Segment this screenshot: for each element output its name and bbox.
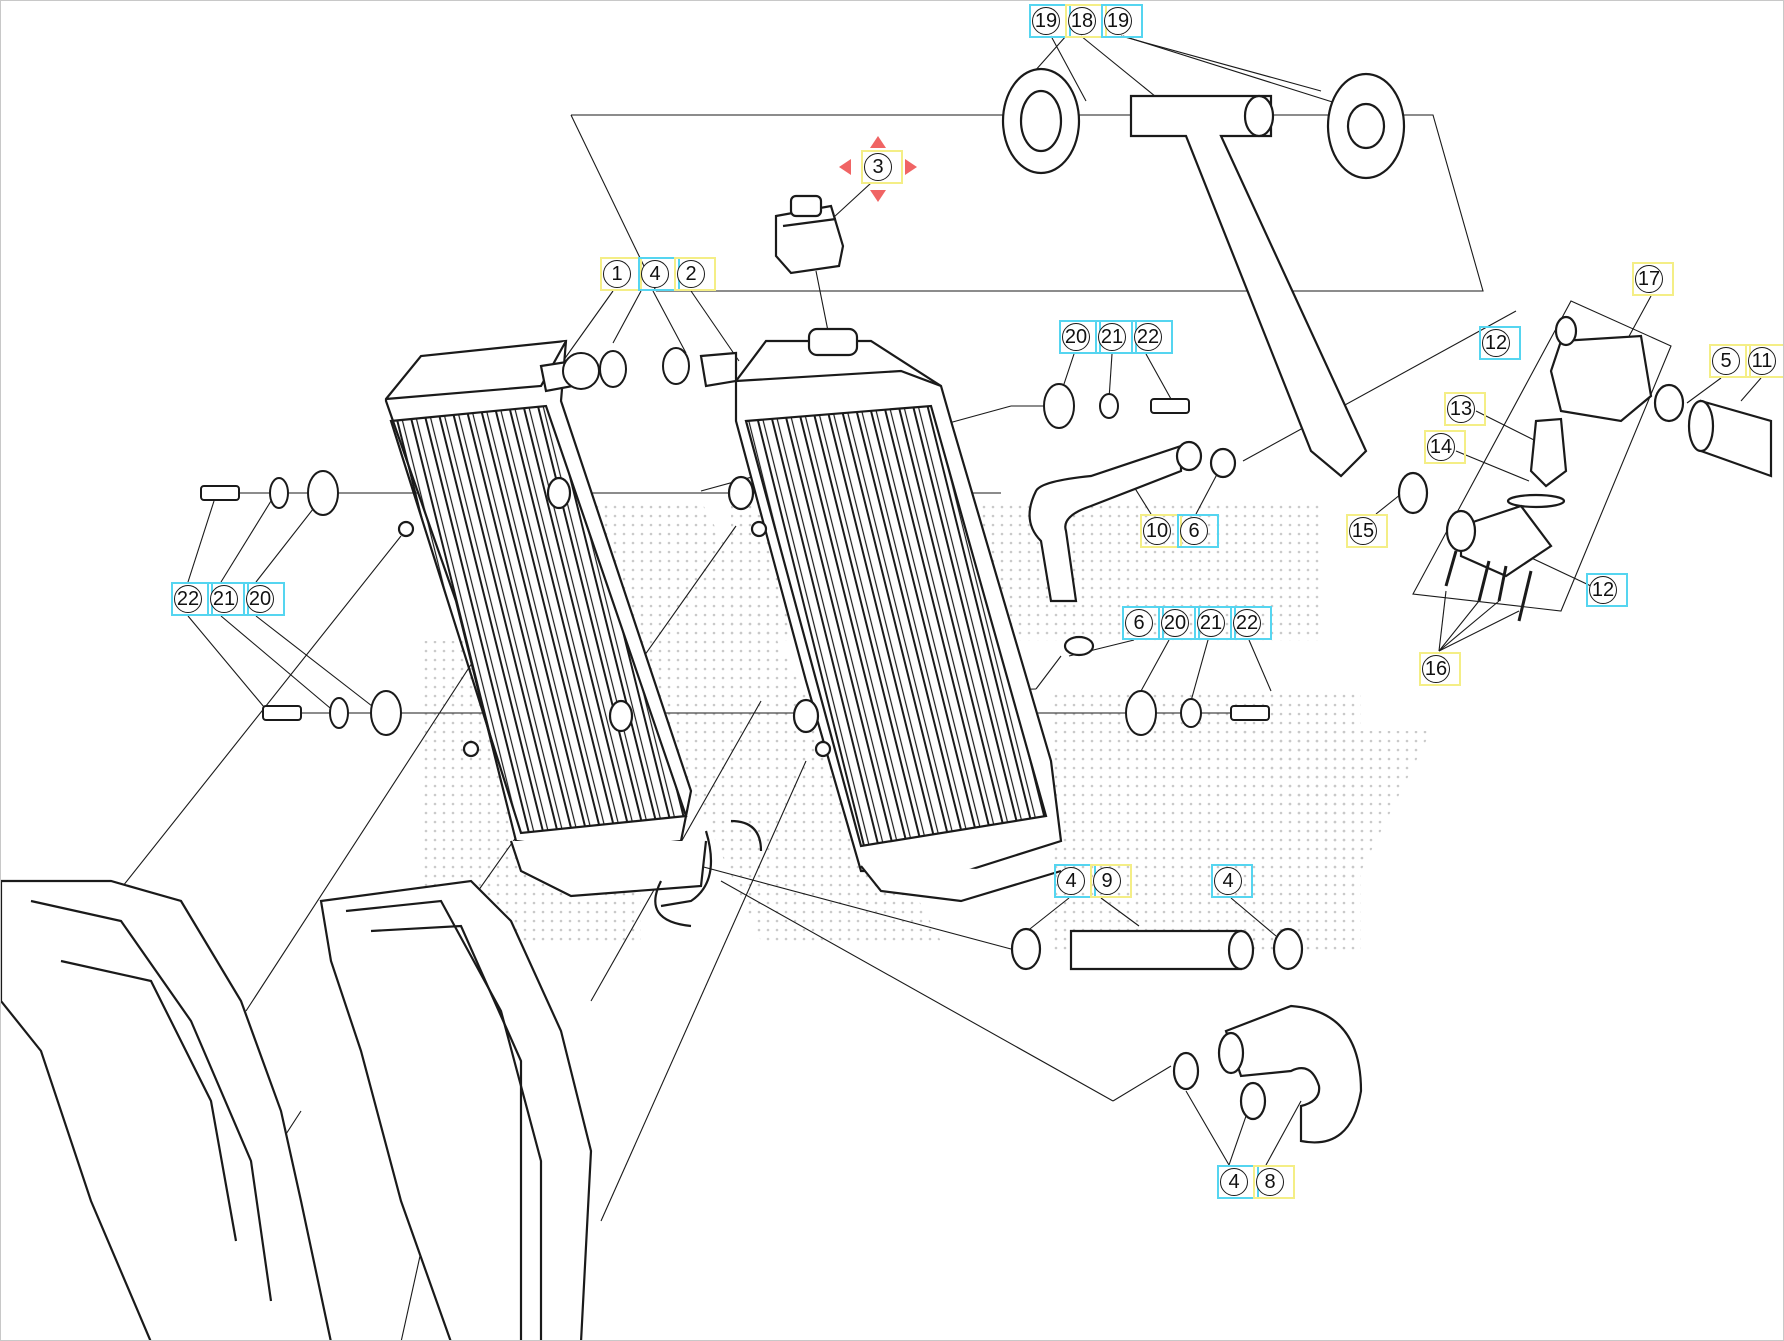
callout-number: 22 bbox=[1134, 323, 1162, 351]
callout-number: 15 bbox=[1349, 517, 1377, 545]
callout-highlight-frame bbox=[1177, 514, 1219, 548]
callout-part-22[interactable]: 22 bbox=[1131, 320, 1173, 354]
callout-part-1[interactable]: 1 bbox=[600, 257, 642, 291]
callout-number: 20 bbox=[246, 585, 274, 613]
lower-hoses-drawing bbox=[1010, 927, 1363, 1144]
mounting-hardware bbox=[200, 383, 1270, 736]
callout-number: 21 bbox=[1098, 323, 1126, 351]
callout-number: 6 bbox=[1125, 609, 1153, 637]
callout-highlight-frame bbox=[243, 582, 285, 616]
callout-number: 4 bbox=[1220, 1168, 1248, 1196]
callout-number: 21 bbox=[210, 585, 238, 613]
callout-number: 18 bbox=[1068, 7, 1096, 35]
callout-number: 5 bbox=[1712, 347, 1740, 375]
callout-number: 22 bbox=[174, 585, 202, 613]
callout-part-22[interactable]: 22 bbox=[1230, 606, 1272, 640]
callout-part-17[interactable]: 17 bbox=[1632, 262, 1674, 296]
callout-part-4[interactable]: 4 bbox=[1211, 864, 1253, 898]
callout-part-4[interactable]: 4 bbox=[1217, 1165, 1259, 1199]
callout-part-14[interactable]: 14 bbox=[1424, 430, 1466, 464]
callout-part-4[interactable]: 4 bbox=[1054, 864, 1096, 898]
callout-number: 10 bbox=[1143, 517, 1171, 545]
top-hose-assembly bbox=[1001, 67, 1406, 478]
callout-part-8[interactable]: 8 bbox=[1253, 1165, 1295, 1199]
callout-part-21[interactable]: 21 bbox=[207, 582, 249, 616]
callout-part-12[interactable]: 12 bbox=[1479, 326, 1521, 360]
callout-highlight-frame bbox=[1586, 573, 1628, 607]
callout-number: 4 bbox=[1214, 867, 1242, 895]
callout-part-11[interactable]: 11 bbox=[1745, 344, 1783, 378]
callout-part-13[interactable]: 13 bbox=[1444, 392, 1486, 426]
callout-highlight-frame bbox=[1090, 864, 1132, 898]
callout-number: 2 bbox=[677, 260, 705, 288]
callout-number: 20 bbox=[1062, 323, 1090, 351]
callout-number: 4 bbox=[641, 260, 669, 288]
callout-highlight-frame bbox=[1211, 864, 1253, 898]
callout-number: 19 bbox=[1032, 7, 1060, 35]
radiator-cap-drawing bbox=[774, 194, 845, 275]
callout-part-15[interactable]: 15 bbox=[1346, 514, 1388, 548]
callout-highlight-frame bbox=[1479, 326, 1521, 360]
callout-part-19[interactable]: 19 bbox=[1101, 4, 1143, 38]
left-radiator-drawing bbox=[384, 339, 713, 928]
callout-part-21[interactable]: 21 bbox=[1194, 606, 1236, 640]
callout-part-12[interactable]: 12 bbox=[1586, 573, 1628, 607]
callout-part-5[interactable]: 5 bbox=[1709, 344, 1751, 378]
callout-number: 11 bbox=[1748, 347, 1776, 375]
right-radiator-drawing bbox=[699, 327, 1063, 903]
callout-highlight-frame bbox=[1745, 344, 1783, 378]
callout-part-6[interactable]: 6 bbox=[1177, 514, 1219, 548]
callout-number: 4 bbox=[1057, 867, 1085, 895]
callout-number: 13 bbox=[1447, 395, 1475, 423]
callout-part-6[interactable]: 6 bbox=[1122, 606, 1164, 640]
callout-number: 14 bbox=[1427, 433, 1455, 461]
callout-number: 6 bbox=[1180, 517, 1208, 545]
callout-part-9[interactable]: 9 bbox=[1090, 864, 1132, 898]
callout-number: 22 bbox=[1233, 609, 1261, 637]
callout-part-20[interactable]: 20 bbox=[1158, 606, 1200, 640]
callout-number: 8 bbox=[1256, 1168, 1284, 1196]
callout-part-20[interactable]: 20 bbox=[243, 582, 285, 616]
callout-highlight-frame bbox=[674, 257, 716, 291]
callout-highlight-frame bbox=[1131, 320, 1173, 354]
callout-number: 17 bbox=[1635, 265, 1663, 293]
callout-number: 12 bbox=[1589, 576, 1617, 604]
callout-part-10[interactable]: 10 bbox=[1140, 514, 1182, 548]
radiator-shrouds-drawing bbox=[1, 879, 593, 1340]
small-hose-drawing bbox=[1028, 440, 1237, 657]
callout-highlight-frame bbox=[1346, 514, 1388, 548]
callout-number: 12 bbox=[1482, 329, 1510, 357]
callout-highlight-frame bbox=[1101, 4, 1143, 38]
hose-clamps-top bbox=[562, 347, 690, 390]
callout-part-22[interactable]: 22 bbox=[171, 582, 213, 616]
callout-part-3[interactable]: 3 bbox=[861, 150, 903, 184]
thermostat-assembly bbox=[1397, 315, 1773, 622]
callout-number: 1 bbox=[603, 260, 631, 288]
callout-highlight-frame bbox=[1632, 262, 1674, 296]
callout-number: 3 bbox=[864, 153, 892, 181]
callout-highlight-frame bbox=[1424, 430, 1466, 464]
callout-highlight-frame bbox=[1230, 606, 1272, 640]
callout-highlight-frame bbox=[1444, 392, 1486, 426]
callout-number: 19 bbox=[1104, 7, 1132, 35]
callout-number: 20 bbox=[1161, 609, 1189, 637]
callout-highlight-frame bbox=[861, 150, 903, 184]
callout-number: 9 bbox=[1093, 867, 1121, 895]
callout-number: 16 bbox=[1422, 655, 1450, 683]
callout-part-16[interactable]: 16 bbox=[1419, 652, 1461, 686]
callout-highlight-frame bbox=[1419, 652, 1461, 686]
callout-highlight-frame bbox=[1253, 1165, 1295, 1199]
callout-part-2[interactable]: 2 bbox=[674, 257, 716, 291]
callout-number: 21 bbox=[1197, 609, 1225, 637]
